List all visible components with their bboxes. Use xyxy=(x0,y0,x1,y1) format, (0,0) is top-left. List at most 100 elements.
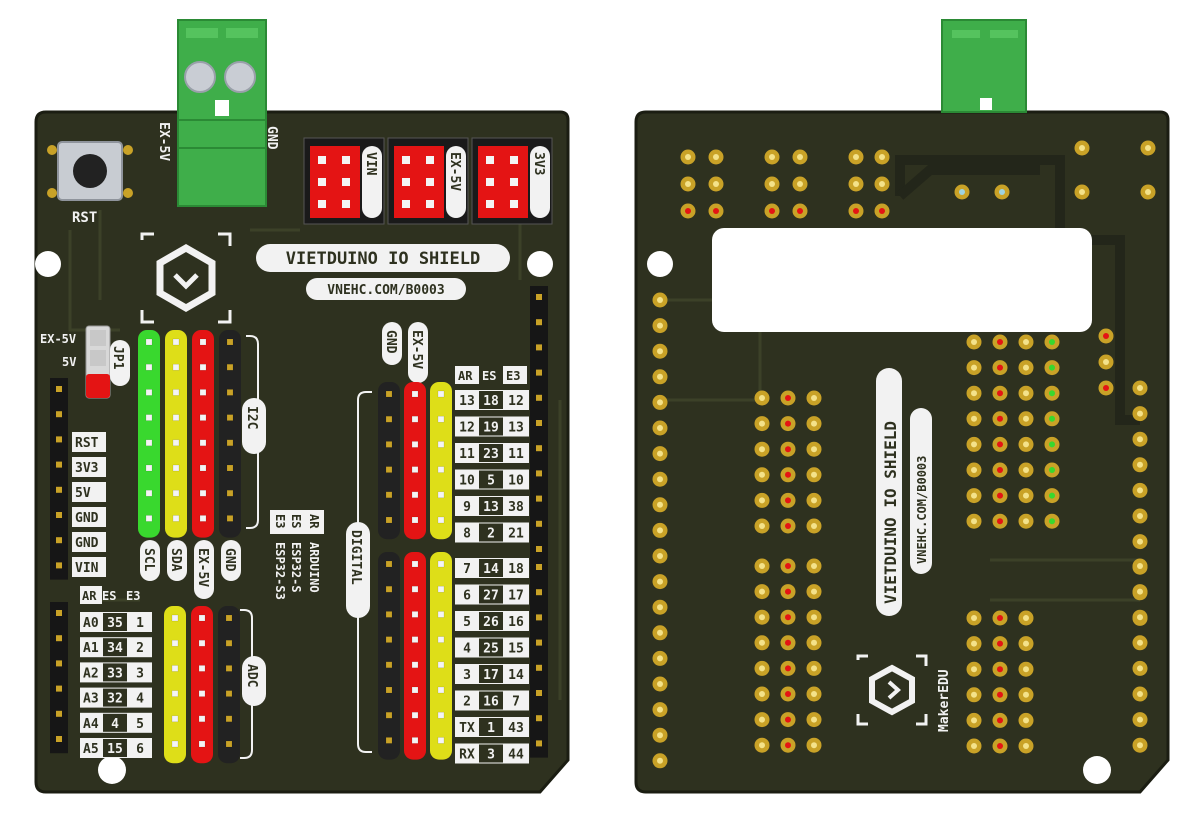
solder-pad-hole xyxy=(997,441,1003,448)
jp1-option-5v: 5V xyxy=(62,355,76,369)
legend-abbr-box xyxy=(286,510,306,534)
digital-top-cell-e3: 12 xyxy=(508,394,524,409)
power-header-label: VIN xyxy=(363,152,378,176)
pin xyxy=(171,665,179,672)
digital-bottom-cell-ar: 5 xyxy=(463,615,471,630)
solder-pad-hole xyxy=(971,441,977,448)
solder-pad-hole xyxy=(1023,640,1029,647)
power-header-strip xyxy=(50,378,68,580)
solder-pad-hole xyxy=(785,614,791,621)
pin-column-body xyxy=(404,382,426,540)
solder-pad-hole xyxy=(811,742,817,749)
digital-bottom-row-mid xyxy=(479,638,503,657)
solder-pad-hole xyxy=(759,588,765,595)
solder-pad-hole xyxy=(997,364,1003,371)
pin xyxy=(172,389,180,396)
pin xyxy=(385,560,393,568)
i2c-pin-column xyxy=(165,330,187,538)
digital-header-label: AR xyxy=(458,369,473,383)
header-pin xyxy=(56,411,62,418)
pin xyxy=(411,737,419,744)
solder-pad-hole xyxy=(1103,359,1109,365)
i2c-column-label: SDA xyxy=(168,548,183,572)
header-pin xyxy=(536,639,542,646)
header-pin xyxy=(536,589,542,596)
pin xyxy=(226,363,234,371)
solder-pad-hole xyxy=(713,208,719,214)
solder-pad-hole xyxy=(1137,538,1143,545)
mount-hole xyxy=(647,251,673,277)
pin xyxy=(145,414,153,421)
digital-bottom-cell-e3: 43 xyxy=(508,721,524,736)
solder-pad-hole xyxy=(657,757,663,764)
solder-pad-hole xyxy=(657,655,663,662)
adc-cell-ar: A1 xyxy=(83,641,99,656)
solder-pad-hole xyxy=(769,208,775,214)
adc-row-mid xyxy=(103,638,127,657)
legend-abbr: AR xyxy=(307,514,321,529)
pin xyxy=(198,715,206,723)
solder-pad-hole xyxy=(1079,145,1085,151)
pin xyxy=(437,585,445,593)
power-pin-box xyxy=(72,432,106,452)
digital-top-cell-ar: 13 xyxy=(459,394,475,409)
header-body xyxy=(50,378,68,580)
pin xyxy=(437,661,445,669)
pin xyxy=(342,178,350,186)
back-pads xyxy=(652,140,1156,769)
mount-hole xyxy=(527,251,553,277)
solder-pad-hole xyxy=(1049,467,1055,473)
header-pin xyxy=(536,740,542,747)
pin-column-body xyxy=(430,382,452,540)
digital-top-cell-es: 23 xyxy=(483,447,499,462)
pin xyxy=(411,661,419,669)
pin xyxy=(225,715,233,723)
solder-pad-hole xyxy=(759,446,765,453)
solder-pad-hole xyxy=(971,467,977,473)
pin xyxy=(198,740,206,748)
power-pin-box xyxy=(72,457,106,477)
i2c-column-pill xyxy=(194,540,214,599)
solder-pad-hole xyxy=(853,154,859,160)
jumper-jp1[interactable] xyxy=(85,325,111,399)
pin xyxy=(199,515,207,522)
rst-button[interactable] xyxy=(47,141,133,201)
pin xyxy=(385,441,393,448)
solder-pad-hole xyxy=(853,181,859,187)
digital-top-row-mid xyxy=(479,391,503,409)
solder-pad-hole xyxy=(657,425,663,431)
pin xyxy=(171,715,179,723)
screw-terminal xyxy=(177,19,267,207)
pin xyxy=(145,338,153,346)
solder-pad-hole xyxy=(1023,666,1029,673)
solder-pad-hole xyxy=(971,492,977,499)
header-pin xyxy=(56,635,62,642)
pin xyxy=(411,611,419,618)
digital-bottom-cell-ar: RX xyxy=(459,748,475,763)
digital-bottom-cell-es: 17 xyxy=(483,668,499,683)
pin xyxy=(318,156,326,164)
pin xyxy=(411,415,419,423)
digital-pin-column-bottom xyxy=(378,552,400,760)
header-pin xyxy=(536,394,542,401)
header-pin xyxy=(56,436,62,443)
adc-row-mid xyxy=(103,613,127,631)
solder-pad-hole xyxy=(811,446,817,453)
pin xyxy=(226,414,234,421)
adc-cell-e3: 6 xyxy=(136,742,144,757)
pin xyxy=(225,740,233,748)
pin xyxy=(226,439,234,447)
solder-pad-hole xyxy=(997,615,1003,621)
pin-column-body xyxy=(404,552,426,760)
digital-top-cell-es: 2 xyxy=(487,527,495,542)
power-pin-label: 5V xyxy=(75,486,91,501)
digital-top-cell-es: 13 xyxy=(483,500,499,515)
pin xyxy=(172,515,180,522)
digital-bottom-row-mid xyxy=(479,559,503,577)
solder-pad-hole xyxy=(1137,614,1143,621)
pin xyxy=(226,489,234,497)
digital-bottom-cell-es: 25 xyxy=(483,642,499,657)
i2c-label: I2C xyxy=(244,406,259,429)
